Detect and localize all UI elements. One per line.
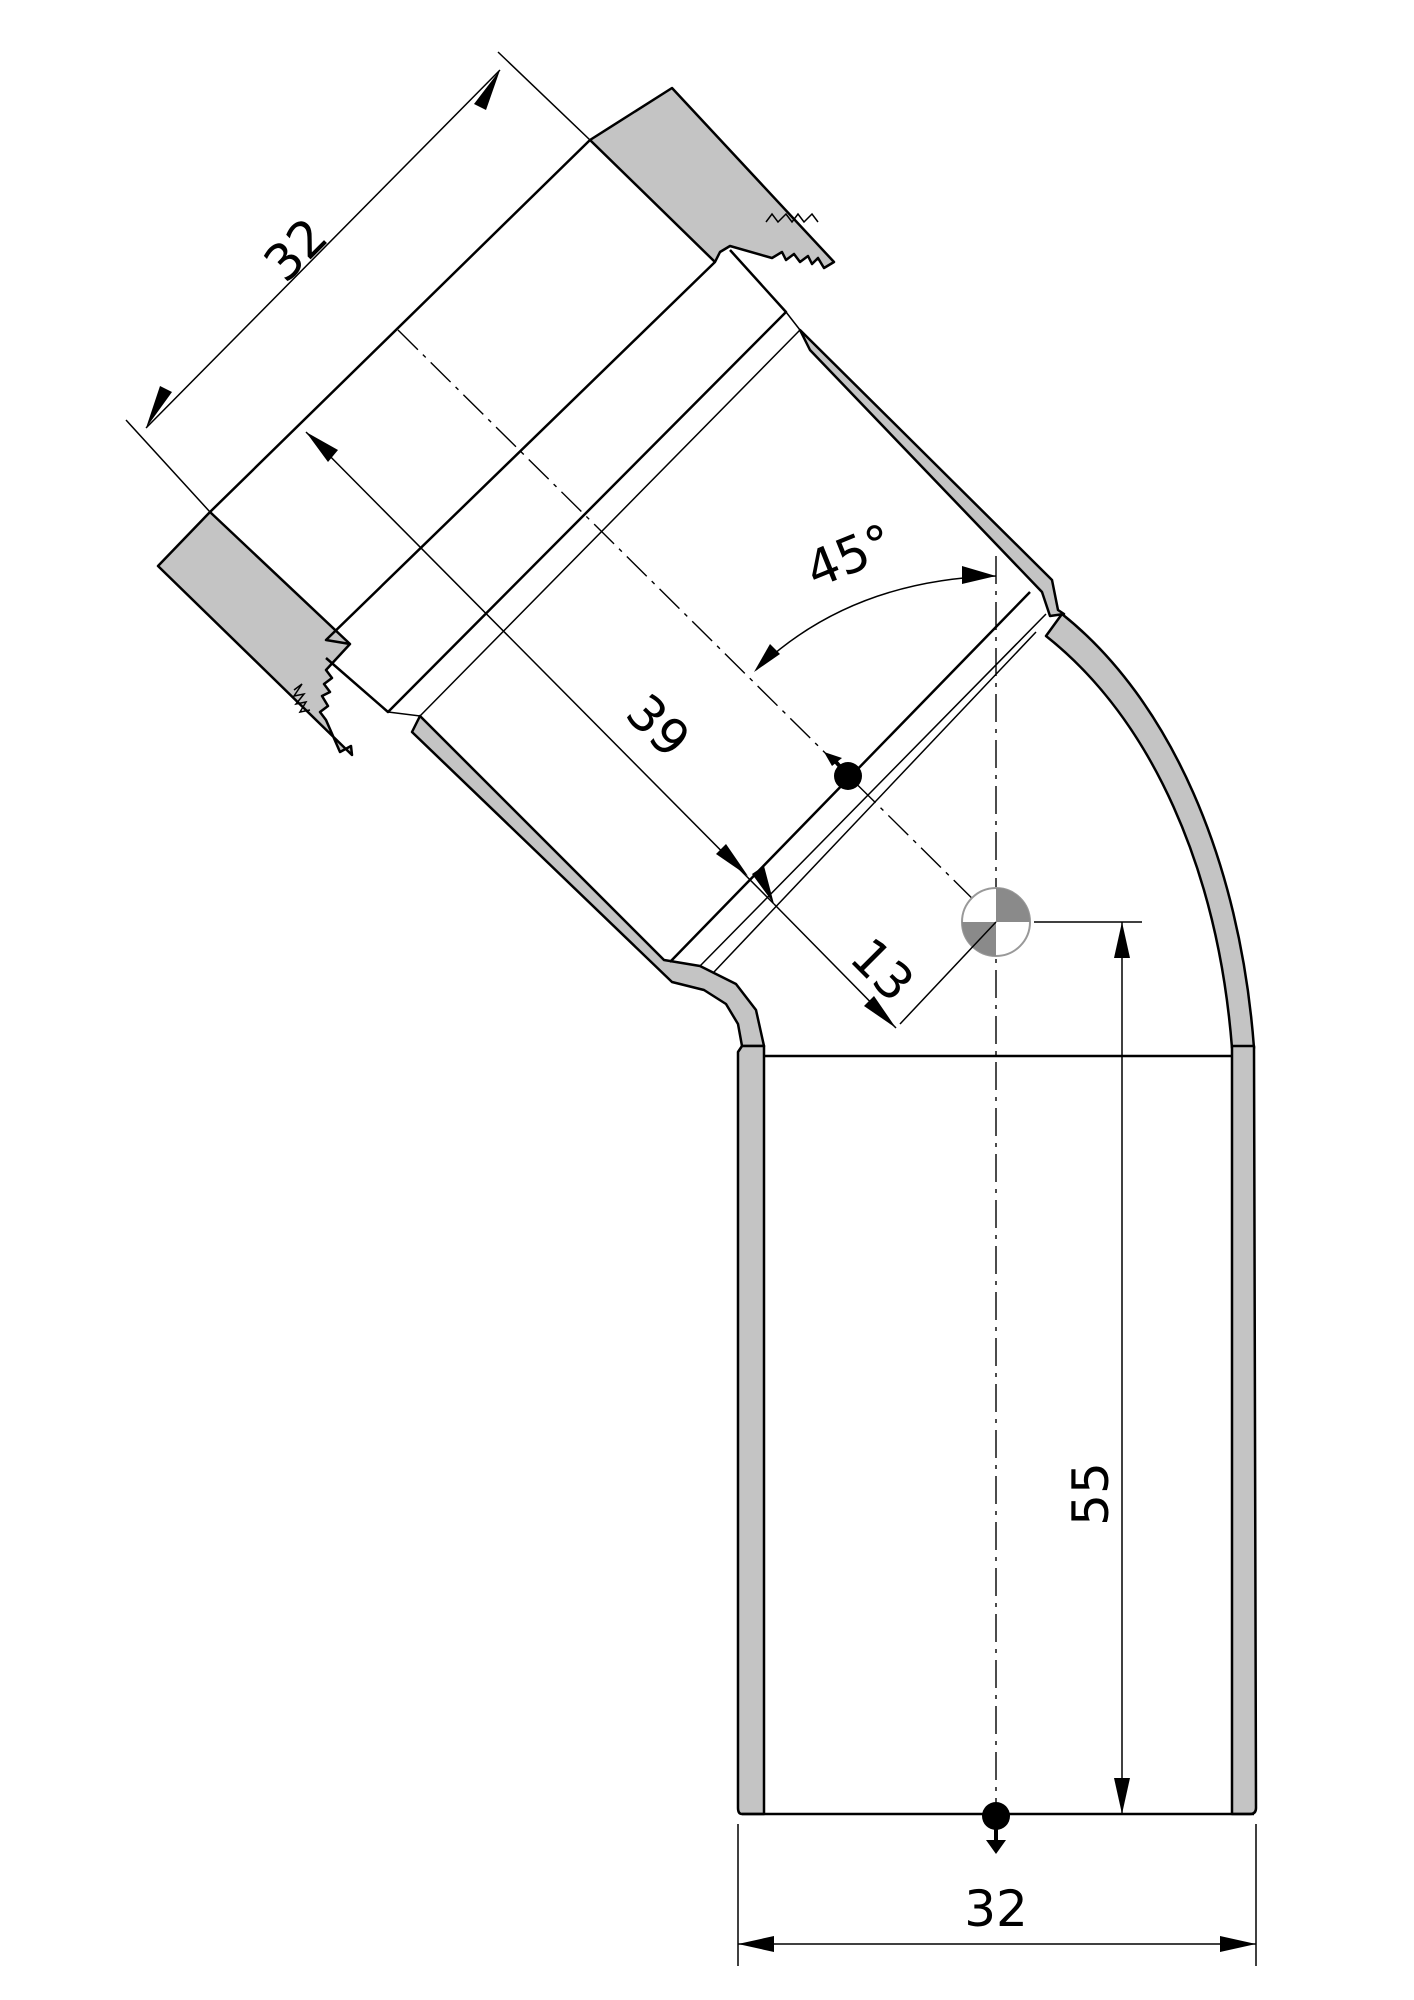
thread-lower (292, 683, 311, 714)
dim-arrow-1 (474, 70, 500, 110)
angle-arrow-2 (962, 566, 996, 584)
socket-body-upper (324, 261, 716, 646)
coupling-wall-upper (588, 86, 836, 270)
flow-arrow-lower-icon (986, 1840, 1006, 1854)
dim-extension-3 (899, 921, 997, 1025)
ring-line-2 (699, 613, 1047, 967)
dim-arrow-8 (1114, 1778, 1130, 1814)
thread-upper (765, 212, 819, 224)
dim-extension-2 (125, 419, 211, 513)
socket-step-inner (387, 311, 801, 717)
dim-line-socket-diameter (145, 69, 501, 429)
centerline-upper (397, 329, 997, 923)
angle-arrow-1 (754, 644, 780, 672)
dim-arrow-6 (752, 866, 774, 904)
dim-arrow-3 (306, 432, 338, 462)
dim-arrow-5 (864, 996, 896, 1028)
dim-arrow-2 (146, 386, 172, 428)
dim-arrow-10 (1220, 1936, 1256, 1952)
coupling-wall-lower (156, 510, 354, 757)
dim-arrow-9 (738, 1936, 774, 1952)
dim-arrow-4 (716, 844, 748, 876)
leg-wall-right (1230, 1044, 1258, 1816)
angle-label: 45° (798, 513, 902, 600)
dim-label-leg-length: 55 (1062, 1462, 1120, 1526)
dim-label-pipe-diameter: 32 (964, 1880, 1028, 1938)
socket-body-outline (209, 139, 591, 513)
upper-wall-right (798, 328, 1066, 618)
dim-line-socket-depth (305, 431, 775, 905)
socket-step (325, 249, 788, 714)
flow-arrow-upper-stem (834, 760, 850, 778)
dim-arrow-7 (1114, 922, 1130, 958)
flow-arrow-upper-icon (824, 752, 842, 766)
dim-label-socket-diameter: 32 (253, 207, 339, 293)
bend-outer-wall (1044, 612, 1256, 1050)
upper-wall-left (410, 714, 766, 1048)
dim-label-offset: 13 (839, 927, 925, 1013)
dim-extension-1 (497, 51, 591, 141)
angle-arc (755, 575, 997, 671)
leg-wall-left (736, 1044, 766, 1816)
center-point-fill-1 (996, 888, 1030, 922)
